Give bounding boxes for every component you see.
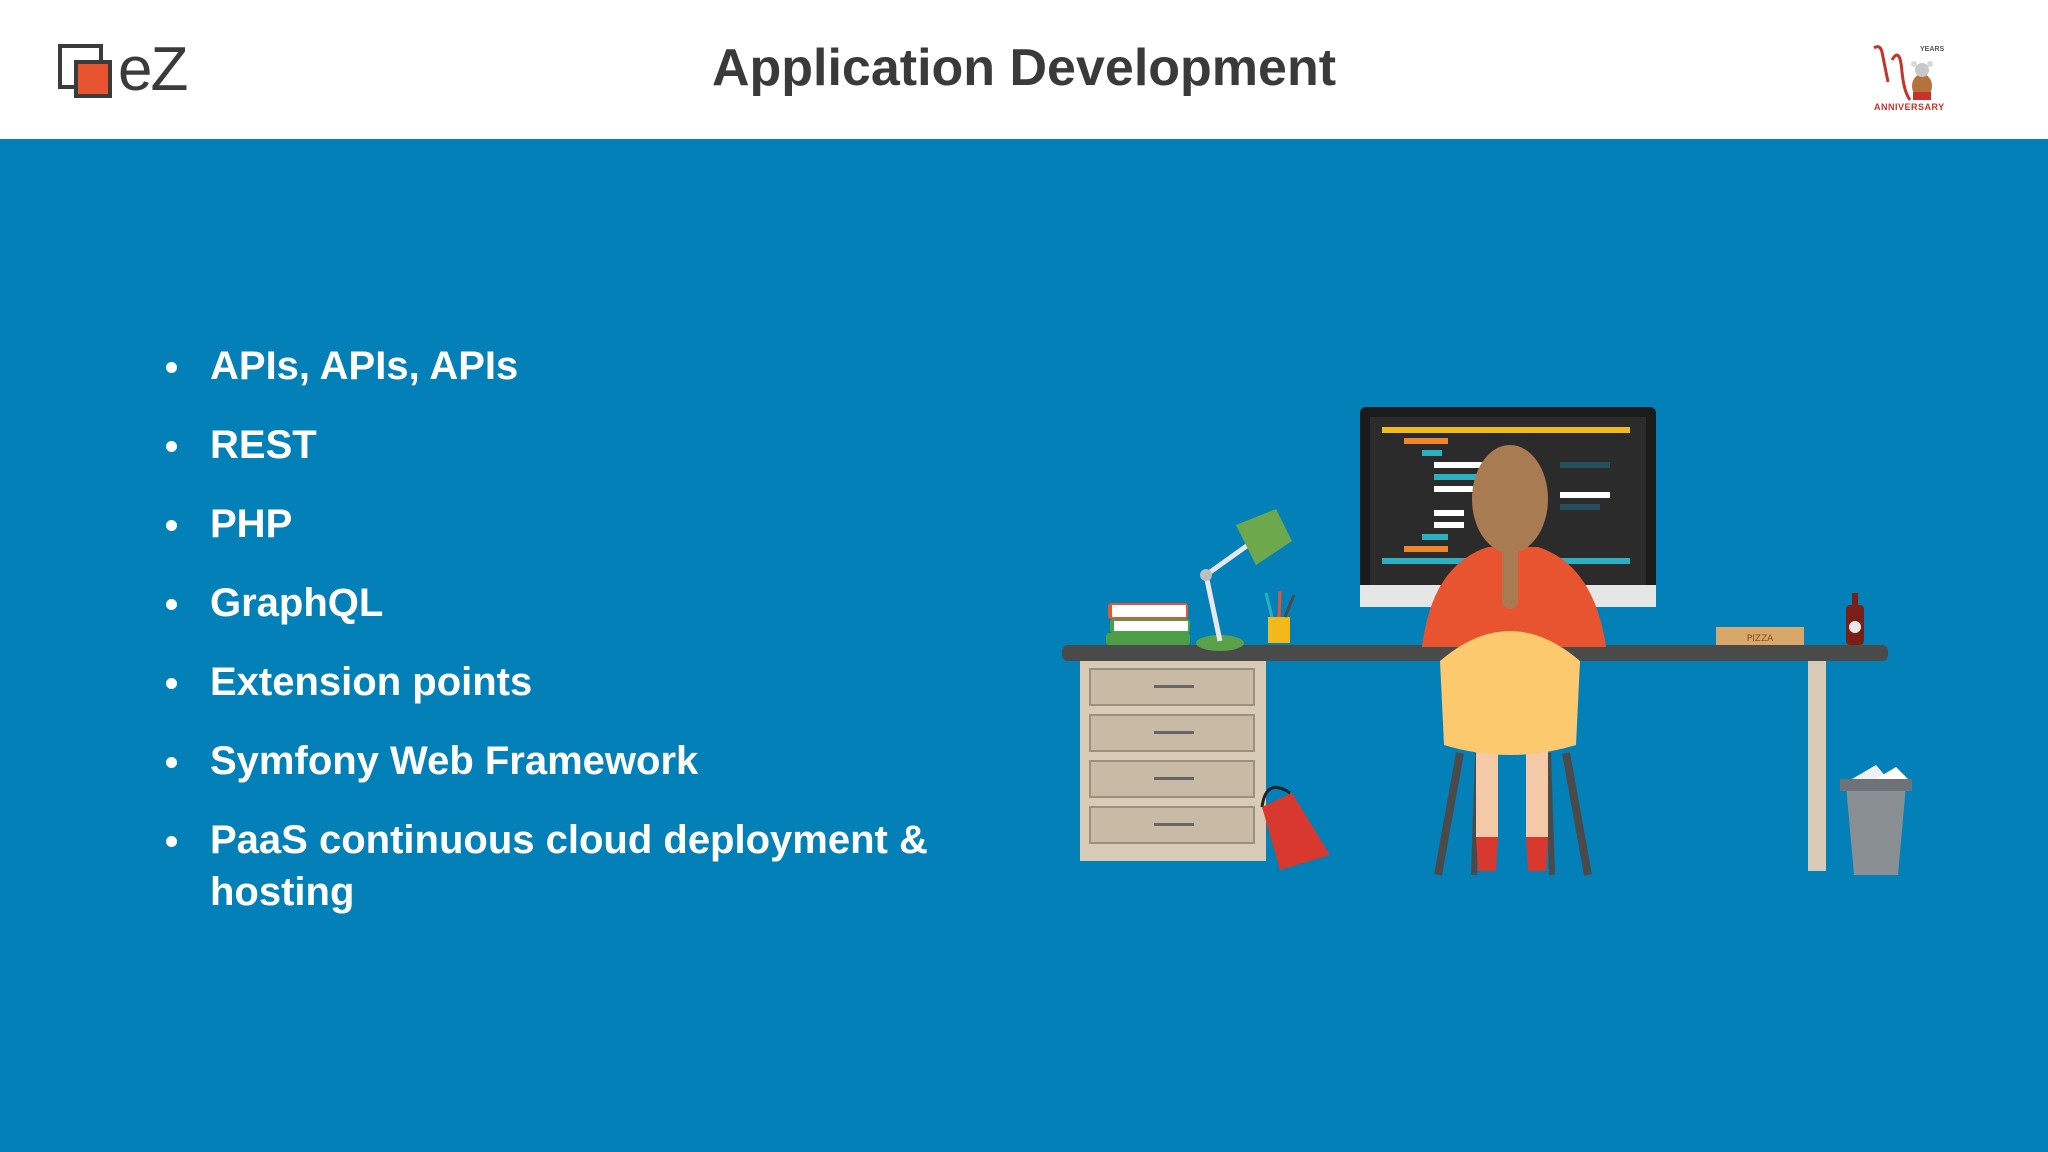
desk-lamp-icon — [1196, 509, 1292, 651]
bullet-item: REST — [160, 419, 980, 471]
logo-text: eZ — [118, 35, 188, 104]
slide-header: eZ Application Development YEARS ANNIVER… — [0, 0, 2048, 139]
pencil-cup-icon — [1264, 590, 1296, 643]
books-icon — [1106, 603, 1190, 645]
bullet-item: GraphQL — [160, 577, 980, 629]
bullet-item: APIs, APIs, APIs — [160, 340, 980, 392]
chair-legs — [1434, 752, 1592, 876]
bottle-icon — [1846, 593, 1864, 645]
pizza-box-label: PIZZA — [1747, 634, 1774, 644]
logo-square-orange — [74, 60, 112, 98]
bag-icon — [1260, 785, 1330, 870]
anniversary-icon — [1873, 45, 1933, 101]
ez-logo: eZ — [56, 35, 206, 104]
badge-label: ANNIVERSARY — [1874, 102, 1945, 112]
pizza-box-icon: PIZZA — [1716, 627, 1804, 645]
bullet-item: PHP — [160, 498, 980, 550]
chair-back — [1440, 631, 1580, 755]
bullet-item: PaaS continuous cloud deployment & hosti… — [160, 814, 990, 918]
bullet-list: APIs, APIs, APIs REST PHP GraphQL Extens… — [160, 340, 980, 945]
developer-desk-illustration: PIZZA — [1062, 407, 1912, 876]
anniversary-badge: YEARS ANNIVERSARY — [1866, 42, 1956, 116]
desk-leg — [1808, 661, 1826, 871]
badge-years: YEARS — [1920, 46, 1945, 53]
developer-person-icon — [1422, 445, 1606, 871]
bullet-item: Symfony Web Framework — [160, 735, 980, 787]
page-title: Application Development — [711, 39, 1337, 97]
trash-can-icon — [1840, 765, 1912, 875]
bullet-item: Extension points — [160, 656, 980, 708]
drawer-cabinet — [1080, 661, 1266, 861]
